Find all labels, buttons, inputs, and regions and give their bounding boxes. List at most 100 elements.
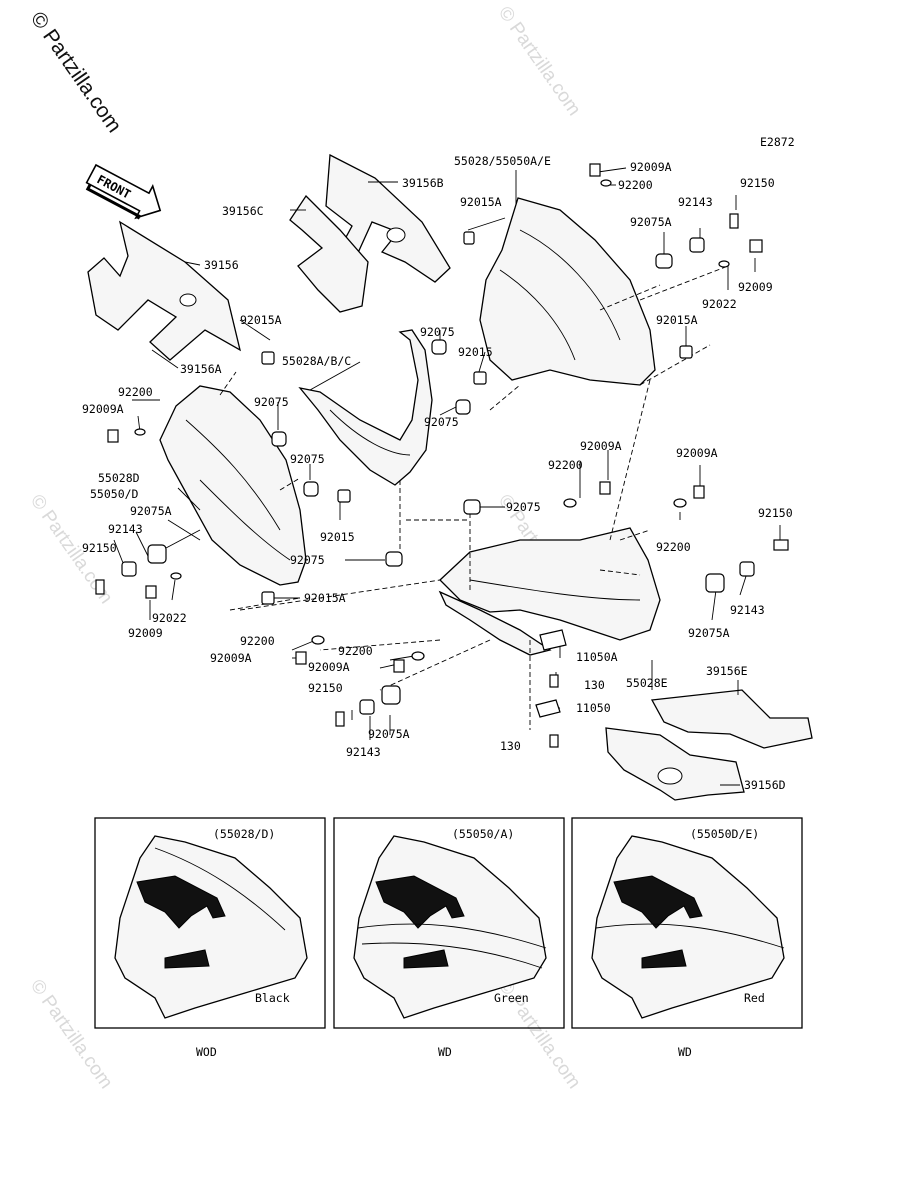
hardware-icons <box>95 163 789 748</box>
variant-code: (55050/A) <box>452 827 514 841</box>
bracket-icon <box>535 699 561 718</box>
variant-model: WD <box>438 1045 452 1059</box>
part-label: 92143 <box>678 195 713 209</box>
left-side-cowl <box>159 385 307 586</box>
part-label: 92009A <box>308 660 350 674</box>
part-label: 92150 <box>82 541 117 555</box>
variant-model: WOD <box>196 1045 217 1059</box>
part-label: 130 <box>584 678 605 692</box>
part-label: 39156 <box>204 258 239 272</box>
part-label: 92143 <box>346 745 381 759</box>
part-label: 92200 <box>338 644 373 658</box>
part-label: 130 <box>500 739 521 753</box>
part-label: 92022 <box>702 297 737 311</box>
pad-hole <box>657 767 683 785</box>
washer-icon <box>718 260 730 268</box>
center-cowl <box>298 329 433 486</box>
variant-panels: (55028/D) Black WOD (55050/A) Green WD (… <box>94 817 803 1059</box>
part-label: 55028D <box>98 471 140 485</box>
part-label: 92015A <box>240 313 282 327</box>
washer-icon <box>311 635 325 645</box>
variant-color: Black <box>255 991 290 1005</box>
part-label: 92015A <box>304 591 346 605</box>
bolt-icon <box>773 539 789 551</box>
part-label: 92150 <box>740 176 775 190</box>
bolt-icon <box>295 651 307 665</box>
part-label: 11050 <box>576 701 611 715</box>
bolt-icon <box>749 239 763 253</box>
part-label: 92200 <box>548 458 583 472</box>
pad-39156 <box>87 220 241 361</box>
part-label: 92143 <box>730 603 765 617</box>
variant-code: (55028/D) <box>213 827 275 841</box>
part-label: 92075 <box>420 325 455 339</box>
pad-hole <box>179 293 197 307</box>
grommet-icon <box>385 551 403 567</box>
grommet-icon <box>431 339 447 355</box>
part-label: 92009A <box>580 439 622 453</box>
washer-icon <box>170 572 182 580</box>
bolt-icon <box>693 485 705 499</box>
front-arrow-icon: FRONT <box>85 163 162 220</box>
variant-frame <box>94 817 326 1029</box>
grommet-icon <box>271 431 287 447</box>
bolt-icon <box>549 734 559 748</box>
part-label: 92075 <box>290 452 325 466</box>
variant-frame <box>571 817 803 1029</box>
lower-cowl-right <box>439 527 661 641</box>
part-label: 92015A <box>656 313 698 327</box>
part-label: 92200 <box>656 540 691 554</box>
washer-icon <box>134 428 146 436</box>
washer-icon <box>411 651 425 661</box>
cowl-vent-lower <box>403 949 449 969</box>
part-label: 92200 <box>118 385 153 399</box>
collar-icon <box>473 371 487 385</box>
part-label: 92009A <box>210 651 252 665</box>
collar-icon <box>261 351 275 365</box>
variant-code: (55050D/E) <box>690 827 759 841</box>
cowl-vent <box>613 875 703 929</box>
grommet-icon <box>381 685 401 705</box>
part-label: 55050/D <box>90 487 139 501</box>
part-label: 92075 <box>424 415 459 429</box>
diagram-code: E2872 <box>760 135 795 149</box>
variant-color: Green <box>494 991 529 1005</box>
upper-cowl-right <box>479 197 656 386</box>
bolt-icon <box>589 163 601 177</box>
part-label: 39156C <box>222 204 264 218</box>
variant-box: (55028/D) Black <box>94 817 326 1029</box>
cowling-assembly <box>159 197 661 656</box>
grommet-icon <box>147 544 167 564</box>
part-label: 92075A <box>630 215 672 229</box>
part-label: 92009 <box>738 280 773 294</box>
part-label: 92022 <box>152 611 187 625</box>
part-label: 39156D <box>744 778 786 792</box>
part-label: 92075A <box>368 727 410 741</box>
collar-icon <box>689 237 705 253</box>
part-label: 39156B <box>402 176 444 190</box>
pad-39156e <box>650 689 813 749</box>
bolt-icon <box>107 429 119 443</box>
variant-box: (55050/A) Green <box>333 817 565 1029</box>
part-label: 55028A/B/C <box>282 354 351 368</box>
pad-39156d <box>605 727 745 801</box>
washer-icon <box>600 179 612 187</box>
bolt-icon <box>335 711 345 727</box>
variant-model: WD <box>678 1045 692 1059</box>
part-label: 92009A <box>676 446 718 460</box>
variant-box: (55050D/E) Red <box>571 817 803 1029</box>
cowl-vent <box>136 875 226 929</box>
collar-icon <box>121 561 137 577</box>
watermark-left-low: © Partzilla.com <box>26 976 117 1093</box>
collar-icon <box>337 489 351 503</box>
collar-icon <box>463 231 475 245</box>
part-label: 92009A <box>82 402 124 416</box>
bolt-icon <box>599 481 611 495</box>
collar-icon <box>739 561 755 577</box>
part-label: 92150 <box>758 506 793 520</box>
part-label: 92015 <box>320 530 355 544</box>
part-label: 92015A <box>460 195 502 209</box>
part-label: 55028/55050A/E <box>454 154 551 168</box>
part-label: 11050A <box>576 650 618 664</box>
